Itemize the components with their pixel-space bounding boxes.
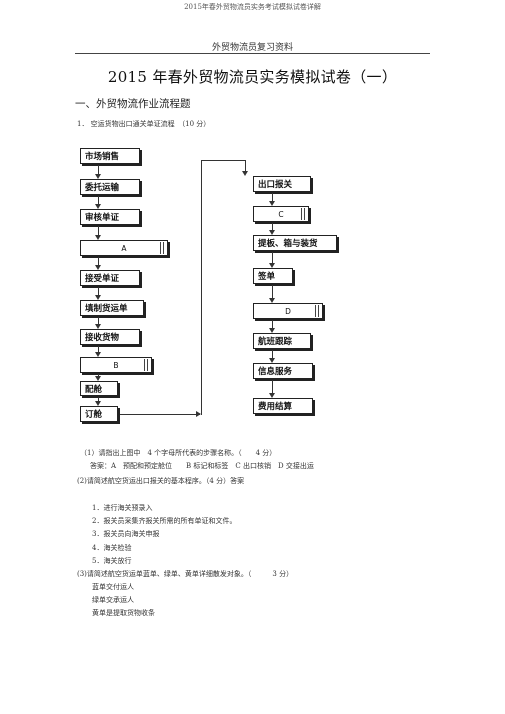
connector-arrow (242, 171, 248, 176)
connector-line (272, 350, 273, 359)
connector-arrow (269, 230, 275, 235)
connector-line (98, 317, 99, 325)
flow-step-export-declaration: 出口报关 (253, 176, 311, 192)
connector-line (98, 346, 99, 353)
connector-arrow (95, 265, 101, 270)
sub-question-3: (3)请简述航空货运单蓝单、绿单、黄单详细散发对象。（ 3 分） (77, 570, 294, 578)
flow-step-booking: 订舱 (80, 406, 118, 422)
connector-line (245, 160, 246, 172)
connector-line (98, 397, 99, 402)
flow-step-entrust-transport: 委托运输 (80, 179, 140, 195)
connector-line (98, 287, 99, 296)
connector-arrow (95, 376, 101, 381)
sub-question-1: （1）请指出上图中 4 个字母所代表的步骤名称。（ 4 分） (80, 449, 277, 457)
flow-step-d: D (253, 303, 323, 319)
section-title: 一、外贸物流作业流程题 (75, 98, 191, 110)
connector-arrow (95, 235, 101, 240)
connector-line (272, 223, 273, 231)
connector-line (272, 193, 273, 202)
connector-arrow (269, 201, 275, 206)
answer-step: 2．报关员采集齐报关所需的所有单证和文件。 (92, 517, 237, 525)
flow-step-b: B (80, 357, 152, 373)
answer-line: 绿单交承运人 (92, 596, 134, 604)
flow-step-accept-documents: 接受单证 (80, 270, 140, 286)
connector-arrow (95, 324, 101, 329)
header-divider (75, 53, 430, 54)
flow-step-c: C (253, 206, 309, 222)
connector-arrow (95, 401, 101, 406)
answer-step: 3．报关员向海关申报 (92, 530, 160, 538)
flow-step-fill-waybill: 填制货运单 (80, 300, 144, 316)
connector-line (272, 320, 273, 329)
flow-step-fee-settlement: 费用结算 (253, 398, 313, 414)
answer-1: 答案：A 预配和预定舱位 B 标记和标签 C 出口核销 D 交接出运 (90, 462, 314, 470)
flow-step-pallet-loading: 提板、箱与装货 (253, 235, 337, 251)
connector-arrow (269, 393, 275, 398)
flow-step-receive-goods: 接收货物 (80, 329, 140, 345)
sub-question-2: (2)请简述航空货运出口报关的基本程序。（4 分）答案 (77, 477, 245, 485)
answer-step: 5．海关放行 (92, 557, 132, 565)
connector-arrow (269, 358, 275, 363)
flow-step-flight-tracking: 航班跟踪 (253, 333, 311, 349)
question-1-title: 1． 空运货物出口通关单证流程 （10 分） (77, 120, 211, 128)
connector-line (201, 160, 202, 415)
answer-step: 4．海关检验 (92, 544, 132, 552)
page-title: 2015 年春外贸物流员实务模拟试卷（一） (107, 68, 398, 86)
connector-line (272, 285, 273, 299)
answer-line: 黄单是提取货物收条 (92, 609, 155, 617)
document-header-title: 2015年春外贸物流员实务考试模拟试卷详解 (184, 3, 321, 11)
connector-arrow (95, 295, 101, 300)
connector-line (120, 414, 200, 415)
connector-arrow (269, 263, 275, 268)
connector-line (98, 196, 99, 205)
connector-arrow (95, 352, 101, 357)
document-subtitle: 外贸物流员复习资料 (211, 43, 293, 53)
flow-step-info-service: 信息服务 (253, 363, 313, 379)
connector-line (272, 380, 273, 394)
connector-line (201, 160, 245, 161)
flow-step-review-documents: 审核单证 (80, 209, 140, 225)
connector-line (98, 374, 99, 377)
answer-line: 蓝单交付运人 (92, 583, 134, 591)
connector-arrow (269, 298, 275, 303)
connector-arrow (95, 174, 101, 179)
flow-step-stowage: 配舱 (80, 381, 118, 396)
flow-step-market-sales: 市场销售 (80, 148, 140, 164)
connector-line (98, 226, 99, 236)
connector-line (98, 257, 99, 266)
answer-step: 1．进行海关预录入 (92, 504, 153, 512)
flow-step-a: A (80, 240, 168, 256)
connector-line (98, 165, 99, 175)
connector-arrow (196, 411, 201, 417)
flow-step-sign-bill: 签单 (253, 268, 293, 284)
connector-arrow (269, 328, 275, 333)
connector-line (272, 252, 273, 264)
connector-arrow (95, 204, 101, 209)
